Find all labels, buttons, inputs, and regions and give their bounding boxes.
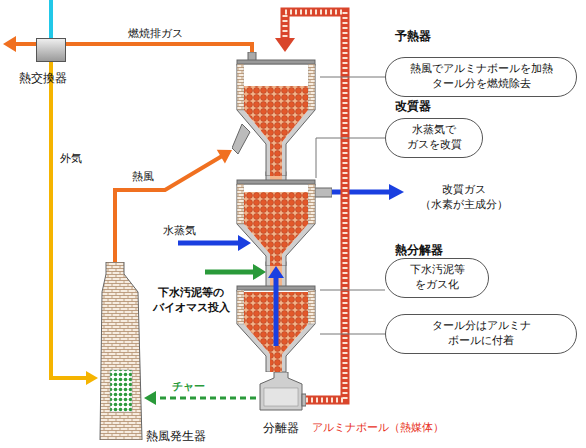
drawing-part (237, 290, 244, 324)
connector (316, 138, 385, 178)
reformer-vessel: 改質器 (232, 178, 332, 266)
edge-label: チャー (172, 380, 205, 395)
reformer-vessel-shape (232, 178, 332, 266)
connector (66, 44, 252, 52)
drawing-part (244, 185, 308, 254)
drawing-part (244, 192, 308, 254)
vessel-heading: 熱分解器 (395, 242, 443, 258)
arrow-head (275, 38, 295, 52)
drawing-part (244, 86, 308, 142)
flow-label: 改質ガス （水素が主成分） (408, 183, 520, 213)
preheater-vessel-shape (232, 52, 320, 176)
connector (268, 266, 284, 282)
connector (320, 77, 385, 78)
arrow-head (144, 391, 156, 405)
flow-label: 水蒸気 (163, 224, 196, 239)
drawing-part (270, 254, 282, 266)
connector-line (316, 138, 385, 178)
pyrolyzer-vessel: 熱分解器 (232, 282, 320, 372)
drawing-part (237, 184, 315, 266)
drawing-part (244, 65, 308, 142)
connector-line (320, 77, 385, 78)
connector (320, 334, 385, 335)
arrow-head (86, 371, 98, 385)
edge-label: 熱風 (132, 170, 154, 185)
edge-label: 燃焼排ガス (128, 27, 183, 42)
separator-shape (256, 372, 306, 416)
connector-line (320, 290, 385, 291)
drawing-part (314, 188, 332, 197)
drawing-part (232, 124, 250, 154)
drawing-part (270, 354, 282, 372)
inlet-pipe (49, 0, 53, 38)
medium-label: アルミナボール（熱媒体） (312, 421, 444, 436)
vessel-heading: 予熱器 (395, 28, 431, 44)
arrow-head (217, 150, 232, 164)
arrow-head (389, 184, 404, 200)
connector-line (152, 397, 256, 400)
arrow-head (268, 266, 284, 278)
drawing-part (308, 290, 315, 324)
callout-text: 水蒸気で ガスを改質 (398, 123, 470, 153)
arrow-head (3, 36, 16, 52)
drawing-part (302, 394, 306, 406)
callout-bubble: 水蒸気で ガスを改質 (385, 118, 483, 158)
connector (320, 290, 385, 291)
hot-air-generator: 熱風発生器 (98, 262, 144, 440)
hot-air-generator-shape (98, 262, 144, 440)
connector (115, 150, 232, 262)
callout-text: タール分はアルミナ ボールに付着 (420, 319, 542, 349)
drawing-part (100, 262, 142, 440)
exhaust-pipe (15, 42, 36, 46)
connector-line (320, 334, 385, 335)
connector-line (115, 155, 224, 262)
pyrolyzer-vessel-shape (232, 282, 320, 372)
biomass-arrow (205, 270, 254, 275)
heat-exchanger: 熱交換器 (36, 38, 66, 62)
connector-line (51, 62, 90, 378)
flow-label: 下水汚泥等の バイオマス投入 (144, 286, 238, 316)
drawing-part (308, 64, 315, 110)
node-label: 分離器 (256, 420, 306, 436)
node-label: 熱風発生器 (146, 428, 206, 444)
drawing-part (260, 372, 302, 410)
connector (51, 62, 98, 385)
edge-label: 外気 (60, 152, 82, 167)
drawing-part (274, 282, 279, 346)
callout-text: 熱風でアルミナボールを加熱 タール分を燃焼除去 (401, 62, 561, 92)
vessel-heading: 改質器 (395, 98, 431, 114)
drawing-part (308, 184, 315, 224)
drawing-part (237, 64, 315, 176)
callout-bubble: タール分はアルミナ ボールに付着 (385, 314, 577, 354)
drawing-part (237, 184, 244, 224)
callout-bubble: 下水汚泥等 をガス化 (385, 258, 489, 298)
connector-line (66, 44, 252, 52)
node-label: 熱交換器 (19, 70, 67, 86)
drawing-part (264, 388, 298, 406)
drawing-part (270, 142, 282, 176)
callout-bubble: 熱風でアルミナボールを加熱 タール分を燃焼除去 (385, 57, 577, 97)
drawing-part (110, 370, 132, 412)
separator: 分離器 (256, 372, 306, 416)
drawing-part (237, 64, 244, 110)
steam-arrow (178, 241, 239, 246)
preheater-vessel: 予熱器 (232, 52, 320, 176)
arrow-head (253, 264, 266, 280)
connector (144, 391, 256, 405)
callout-text: 下水汚泥等 をガス化 (399, 263, 475, 293)
